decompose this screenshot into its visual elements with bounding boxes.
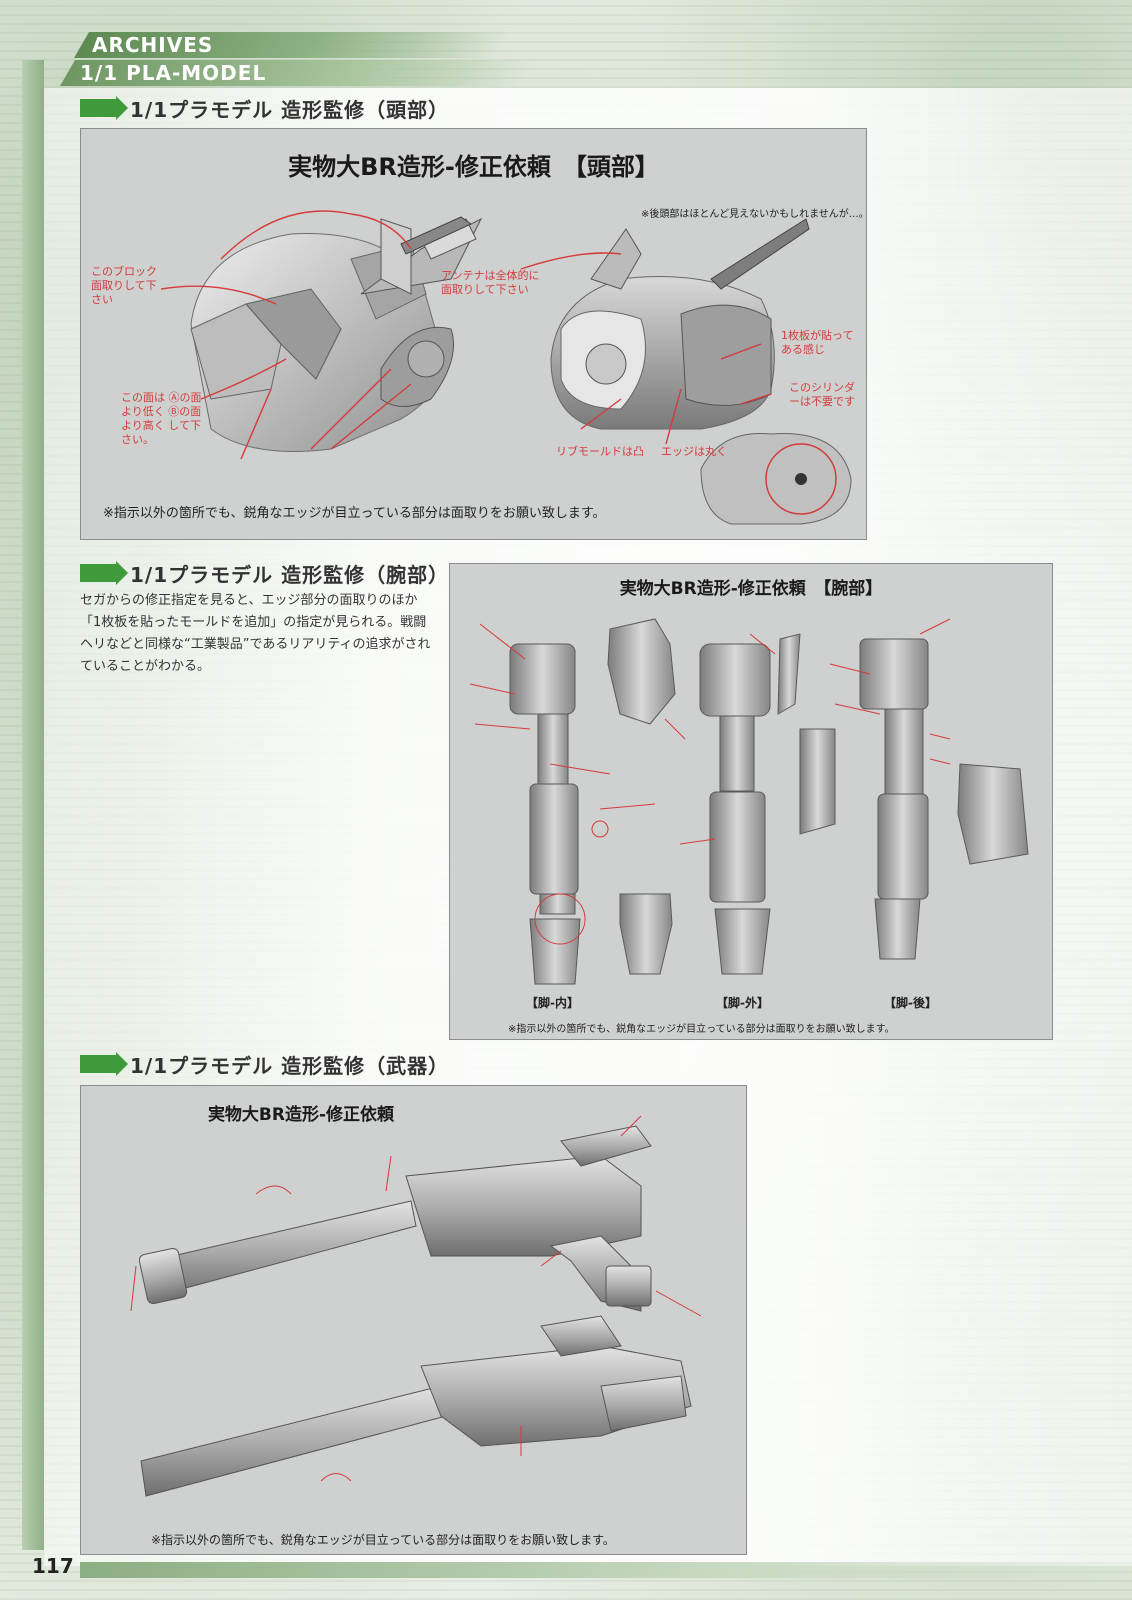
page-number: 117 [32, 1554, 74, 1578]
header-category: ARCHIVES [92, 33, 214, 57]
head-top-note: ※後頭部はほとんど見えないかもしれませんが…。 [641, 209, 869, 220]
arm-view-inner: 【脚-内】 [526, 996, 579, 1010]
arm-sheet-title: 実物大BR造形-修正依頼 【腕部】 [619, 579, 883, 599]
annotation-round-edge: エッジは丸く [661, 445, 727, 458]
arm-illustration [469, 618, 1029, 985]
annotation-antenna: アンテナは全体的に面取りして下さい [441, 269, 540, 296]
head-correction-sheet: 実物大BR造形-修正依頼 【頭部】 ※後頭部はほとんど見えないかもしれませんが…… [80, 128, 869, 540]
arm-bottom-note: ※指示以外の箇所でも、鋭角なエッジが目立っている部分は面取りをお願い致します。 [508, 1024, 895, 1035]
annotation-cylinder: このシリンダーは不要です [789, 381, 855, 408]
left-rail-decoration [22, 60, 44, 1550]
head-bottom-note: ※指示以外の箇所でも、鋭角なエッジが目立っている部分は面取りをお願い致します。 [103, 506, 606, 521]
arm-view-rear: 【脚-後】 [884, 996, 937, 1010]
weapon-illustration [130, 1115, 702, 1497]
arm-description: セガからの修正指定を見ると、エッジ部分の面取りのほか「1枚板を貼ったモールドを追… [80, 593, 431, 674]
section-title-arm: 1/1プラモデル 造形監修（腕部） [80, 558, 449, 588]
footer-bar [80, 1562, 1132, 1578]
section-title-weapon: 1/1プラモデル 造形監修（武器） [80, 1049, 449, 1079]
weapon-sheet-title: 実物大BR造形-修正依頼 [207, 1105, 395, 1125]
weapon-correction-sheet: 実物大BR造形-修正依頼 ※指示以外の箇所 [80, 1085, 747, 1555]
header-subcategory: 1/1 PLA-MODEL [80, 61, 267, 85]
section-arrow-icon [80, 561, 128, 585]
section-arrow-icon [80, 1052, 128, 1076]
annotation-single-plate: 1枚板が貼ってある感じ [781, 329, 854, 356]
arm-correction-sheet: 実物大BR造形-修正依頼 【腕部】 [449, 563, 1053, 1040]
section-arrow-icon [80, 96, 128, 120]
head-sheet-title: 実物大BR造形-修正依頼 【頭部】 [288, 153, 659, 181]
annotation-face-height: この面は Ⓐの面より低く Ⓑの面より高く して下さい。 [121, 391, 202, 446]
section-title-head: 1/1プラモデル 造形監修（頭部） [80, 93, 449, 123]
head-illustration [160, 210, 852, 525]
weapon-bottom-note: ※指示以外の箇所でも、鋭角なエッジが目立っている部分は面取りをお願い致します。 [151, 1533, 615, 1547]
arm-view-outer: 【脚-外】 [716, 996, 769, 1010]
annotation-block-chamfer: このブロック面取りして下さい [91, 265, 157, 306]
annotation-rib-mold: リブモールドは凸 [556, 445, 644, 458]
